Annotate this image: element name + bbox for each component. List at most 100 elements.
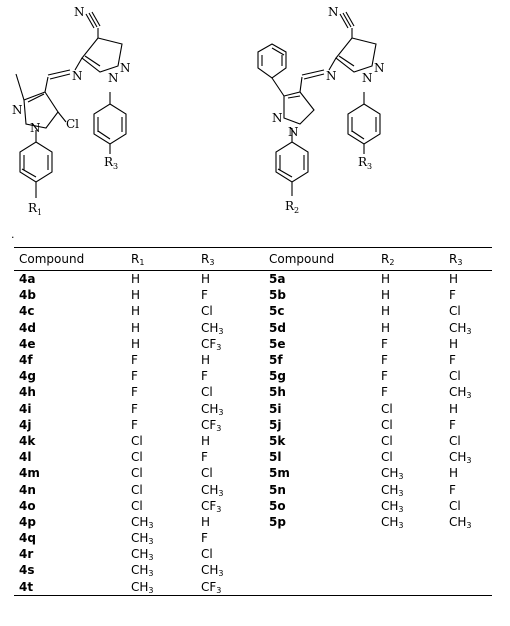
r3-value-right: F — [449, 288, 456, 303]
r3-value-left: F — [201, 531, 208, 546]
compound-id-left: 4s — [19, 563, 35, 578]
r2-value: Cl — [381, 417, 393, 432]
header-r2: R2 — [381, 252, 395, 267]
r1-value: H — [131, 272, 141, 287]
compound-id-right: 5c — [269, 304, 285, 319]
r3-value-right: CH3 — [449, 320, 472, 336]
compound-id-right: 5k — [269, 433, 286, 448]
r3-value-right: H — [449, 466, 459, 481]
compound-id-right: 5o — [269, 498, 286, 513]
r3-value-right: H — [449, 336, 459, 351]
r3-value-right: F — [449, 353, 456, 368]
left-structure-labels: N N N N N N Cl R1 R3 — [12, 5, 131, 217]
r3-value-left: Cl — [201, 385, 213, 400]
r3-value-left: CH3 — [201, 401, 224, 417]
r3-value-right — [444, 579, 492, 596]
header-r3-left: R3 — [201, 252, 215, 267]
r3-value-right: Cl — [449, 369, 461, 384]
r2-value: CH3 — [381, 482, 404, 498]
compound-id-left: 4i — [19, 401, 32, 416]
left-pz-n1-label: N — [120, 61, 131, 75]
r3-value-right: Cl — [449, 498, 461, 513]
r1-value: CH3 — [131, 579, 154, 595]
compound-id-left: 4r — [19, 547, 34, 562]
compound-id-right: 5f — [269, 353, 283, 368]
compound-id-left: 4j — [19, 417, 32, 432]
r3-value-right: F — [449, 417, 456, 432]
compound-id-right: 5j — [269, 417, 282, 432]
r1-value: CH3 — [131, 531, 154, 547]
r3-value-right: H — [449, 401, 459, 416]
left-cn-label: N — [74, 5, 85, 19]
compound-id-left: 4c — [19, 304, 35, 319]
r3-value-left: CF3 — [201, 336, 222, 352]
r1-value: Cl — [131, 450, 143, 465]
left-r1-label: R1 — [28, 201, 42, 217]
r3-value-right: CH3 — [449, 385, 472, 401]
r2-value: Cl — [381, 433, 393, 448]
structures-figure: N N N N N N Cl R1 R3 — [12, 5, 385, 217]
r2-value: H — [381, 304, 391, 319]
r3-value-right — [444, 530, 492, 546]
compound-id-right: 5p — [269, 514, 286, 529]
compound-id-left: 4f — [19, 353, 33, 368]
r3-value-right: F — [449, 482, 456, 497]
r3-value-left: F — [201, 369, 208, 384]
r3-value-left: CH3 — [201, 482, 224, 498]
r2-value — [376, 562, 444, 578]
compound-id-left: 4o — [19, 498, 36, 513]
r1-value: F — [131, 417, 138, 432]
compound-id-right: 5d — [269, 320, 286, 335]
right-cn-label: N — [328, 5, 339, 19]
compound-id-right — [264, 579, 376, 596]
compound-id-right: 5l — [269, 450, 282, 465]
r1-value: CH3 — [131, 547, 154, 563]
r2-value: F — [381, 369, 388, 384]
r1-value: F — [131, 401, 138, 416]
compound-id-left: 4q — [19, 531, 36, 546]
left-r3-label: R3 — [104, 155, 118, 171]
left-pz-n2-label: N — [108, 71, 119, 85]
r2-value: CH3 — [381, 514, 404, 530]
left-structure — [15, 11, 127, 198]
r2-value — [376, 546, 444, 562]
compound-id-right: 5a — [269, 272, 286, 287]
r1-value: F — [131, 353, 138, 368]
compound-id-right — [264, 562, 376, 578]
compound-id-left: 4h — [19, 385, 36, 400]
compound-id-right: 5e — [269, 336, 286, 351]
r2-value: F — [381, 336, 388, 351]
left-n-b-label: N — [30, 121, 41, 135]
r2-value: H — [381, 288, 391, 303]
r1-value: Cl — [131, 498, 143, 513]
r1-value: Cl — [131, 466, 143, 481]
table-header: Compound R1 R3 Compound R2 R3 — [14, 247, 492, 271]
r3-value-left: H — [201, 272, 211, 287]
compound-id-right: 5n — [269, 482, 286, 497]
left-cl-label: Cl — [66, 117, 79, 131]
r2-value: CH3 — [381, 466, 404, 482]
r2-value — [376, 579, 444, 596]
right-n-b-label: N — [288, 125, 299, 139]
r2-value: CH3 — [381, 498, 404, 514]
r2-value: Cl — [381, 401, 393, 416]
right-r2-label: R2 — [285, 199, 299, 215]
r1-value: Cl — [131, 482, 143, 497]
r3-value-left: F — [201, 288, 208, 303]
compound-id-right: 5b — [269, 288, 286, 303]
r3-value-left: CH3 — [201, 563, 224, 579]
right-pz-n1-label: N — [374, 61, 385, 75]
compound-id-right: 5i — [269, 401, 282, 416]
right-azo-n-label: N — [326, 69, 337, 83]
r1-value: H — [131, 304, 141, 319]
